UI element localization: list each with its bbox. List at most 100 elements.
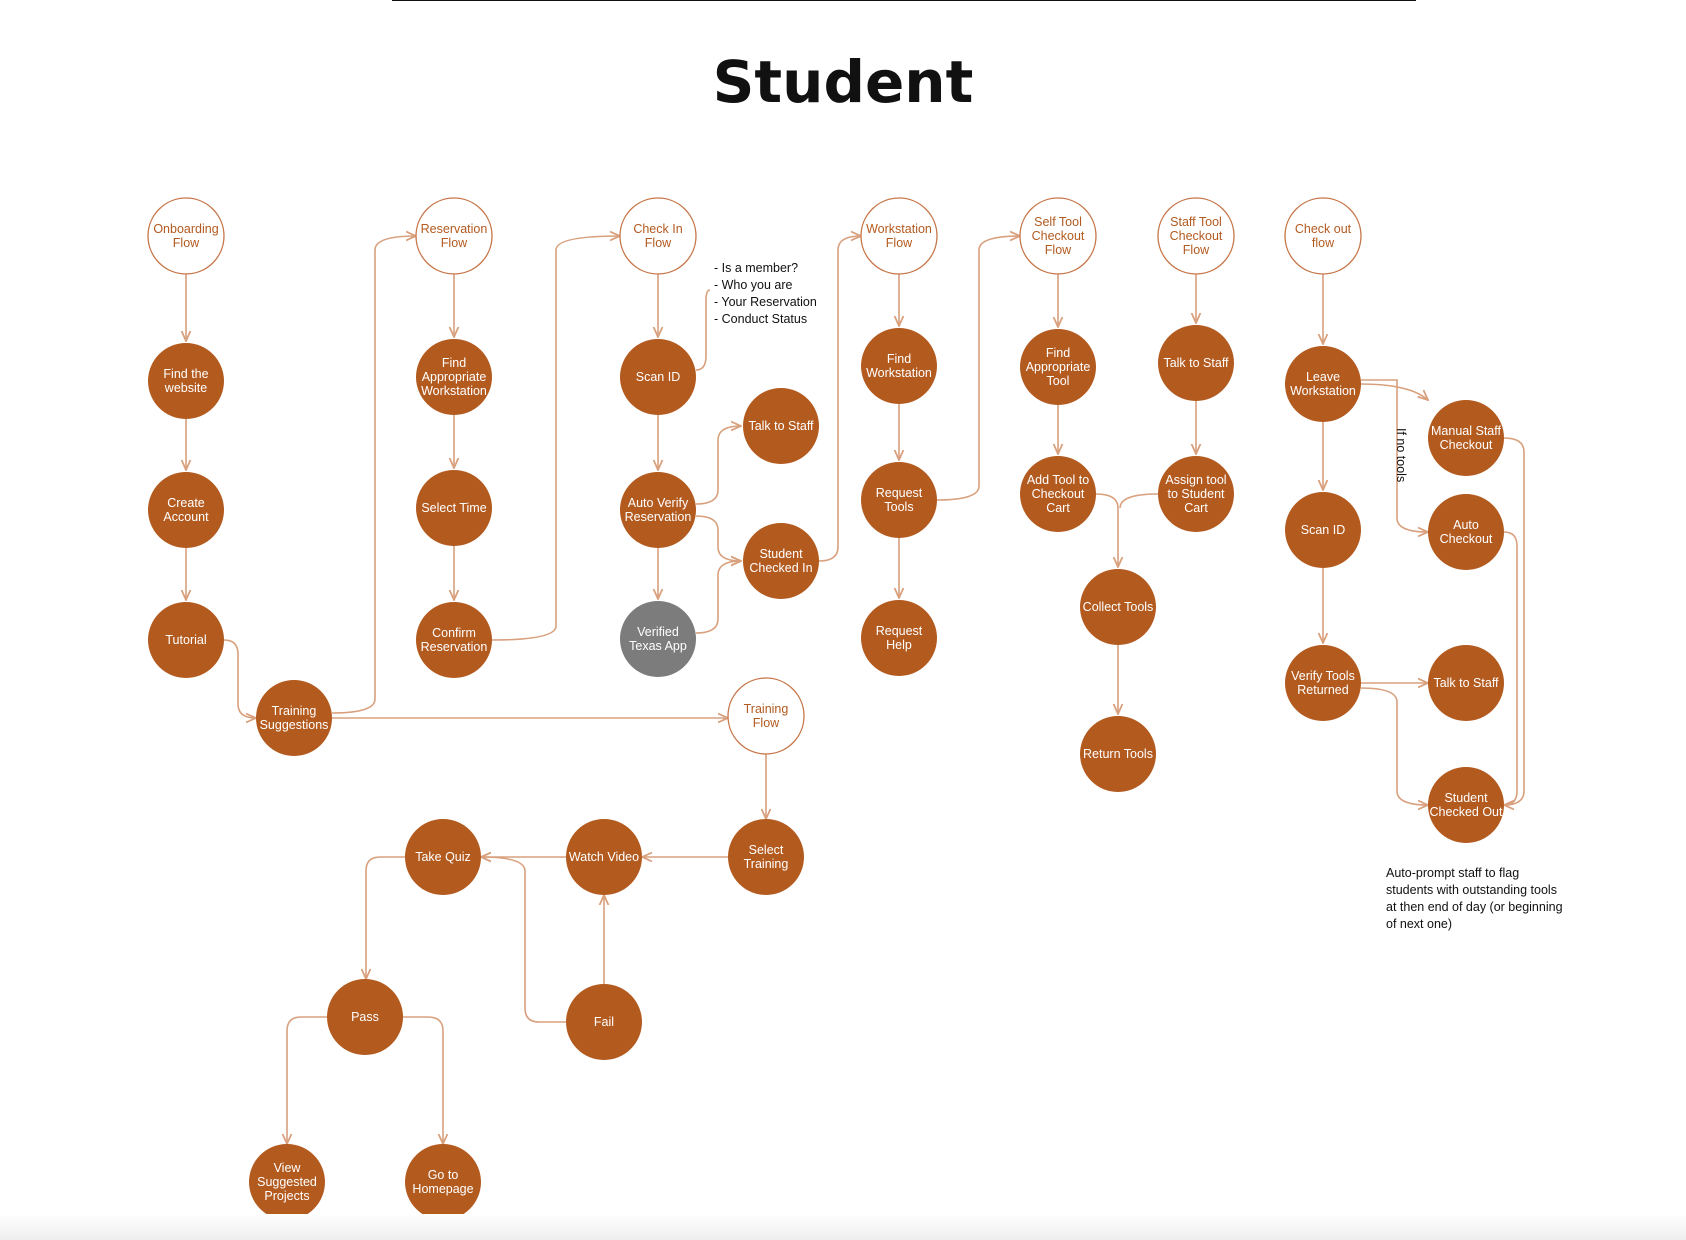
node-label: to Student (1168, 487, 1226, 501)
node-label: Select (749, 843, 784, 857)
connector-arrow (695, 289, 711, 371)
node-circle (1285, 346, 1361, 422)
node-label: Reservation (421, 640, 488, 654)
connector-arrow (491, 236, 620, 641)
node-label: Check out (1295, 222, 1352, 236)
connector-arrow (366, 856, 405, 979)
bottom-fade (0, 1214, 1686, 1240)
node-label: Verify Tools (1291, 669, 1355, 683)
node-label: Collect Tools (1083, 600, 1154, 614)
node-circle (1428, 645, 1504, 721)
node-label: Check In (633, 222, 682, 236)
connector-arrow (936, 236, 1020, 501)
node-tutorial: Tutorial (148, 602, 224, 678)
node-label: Self Tool (1034, 215, 1082, 229)
node-label: Scan ID (636, 370, 680, 384)
node-talk-staff-checkout: Talk to Staff (1428, 645, 1504, 721)
node-label: Flow (1045, 243, 1072, 257)
node-circle (566, 819, 642, 895)
node-label: Appropriate (1026, 360, 1091, 374)
node-label: Flow (441, 236, 468, 250)
node-pass: Pass (327, 979, 403, 1055)
node-label: Talk to Staff (748, 419, 814, 433)
node-watch-video: Watch Video (566, 819, 642, 895)
node-label: Projects (264, 1189, 309, 1203)
node-circle (405, 819, 481, 895)
node-circle (1285, 492, 1361, 568)
node-label: Auto (1453, 518, 1479, 532)
node-circle (416, 470, 492, 546)
node-label: Student (1444, 791, 1488, 805)
connector-arrow (1361, 379, 1428, 532)
connectors (186, 236, 1525, 1144)
node-circle (148, 602, 224, 678)
node-label: Tutorial (165, 633, 206, 647)
connector-arrow (1360, 383, 1428, 400)
node-label: Add Tool to (1027, 473, 1089, 487)
node-label: Workstation (421, 384, 487, 398)
connector-arrow (403, 1016, 443, 1144)
node-label: Pass (351, 1010, 379, 1024)
node-label: Flow (886, 236, 913, 250)
node-circle (727, 677, 805, 755)
checkin-note-line: - Is a member? (714, 261, 798, 275)
node-circle (861, 462, 937, 538)
node-circle (256, 680, 332, 756)
node-circle (860, 197, 938, 275)
node-label: Reservation (625, 510, 692, 524)
checkin-note-line: - Your Reservation (714, 295, 817, 309)
node-label: Help (886, 638, 912, 652)
node-label: Training (272, 704, 317, 718)
node-circle (620, 472, 696, 548)
node-label: Appropriate (422, 370, 487, 384)
node-scan-id-checkin: Scan ID (620, 339, 696, 415)
connector-arrow (287, 1016, 327, 1144)
node-collect-tools: Collect Tools (1080, 569, 1156, 645)
node-label: Flow (1183, 243, 1210, 257)
node-label: Workstation (866, 222, 932, 236)
node-label: Workstation (866, 366, 932, 380)
node-label: Checkout (1440, 438, 1493, 452)
node-label: Student (759, 547, 803, 561)
node-select-time: Select Time (416, 470, 492, 546)
node-circle (416, 339, 492, 415)
connector-arrow (1504, 437, 1525, 805)
connector-arrow (1119, 493, 1159, 509)
node-label: Workstation (1290, 384, 1356, 398)
node-label: Take Quiz (415, 850, 471, 864)
node-label: Returned (1297, 683, 1348, 697)
node-label: Manual Staff (1431, 424, 1501, 438)
node-label: Checkout (1170, 229, 1223, 243)
node-circle (861, 328, 937, 404)
node-circle (728, 819, 804, 895)
node-circle (1158, 325, 1234, 401)
checkin-note-line: - Conduct Status (714, 312, 807, 326)
node-label: Reservation (421, 222, 488, 236)
node-label: Checked In (749, 561, 812, 575)
node-circle (620, 339, 696, 415)
checkout-note-line: Auto-prompt staff to flag (1386, 866, 1519, 880)
node-label: Flow (645, 236, 672, 250)
node-circle (415, 197, 493, 275)
node-label: Checkout (1032, 229, 1085, 243)
node-label: Flow (173, 236, 200, 250)
node-label: Tools (884, 500, 913, 514)
node-label: Onboarding (153, 222, 218, 236)
